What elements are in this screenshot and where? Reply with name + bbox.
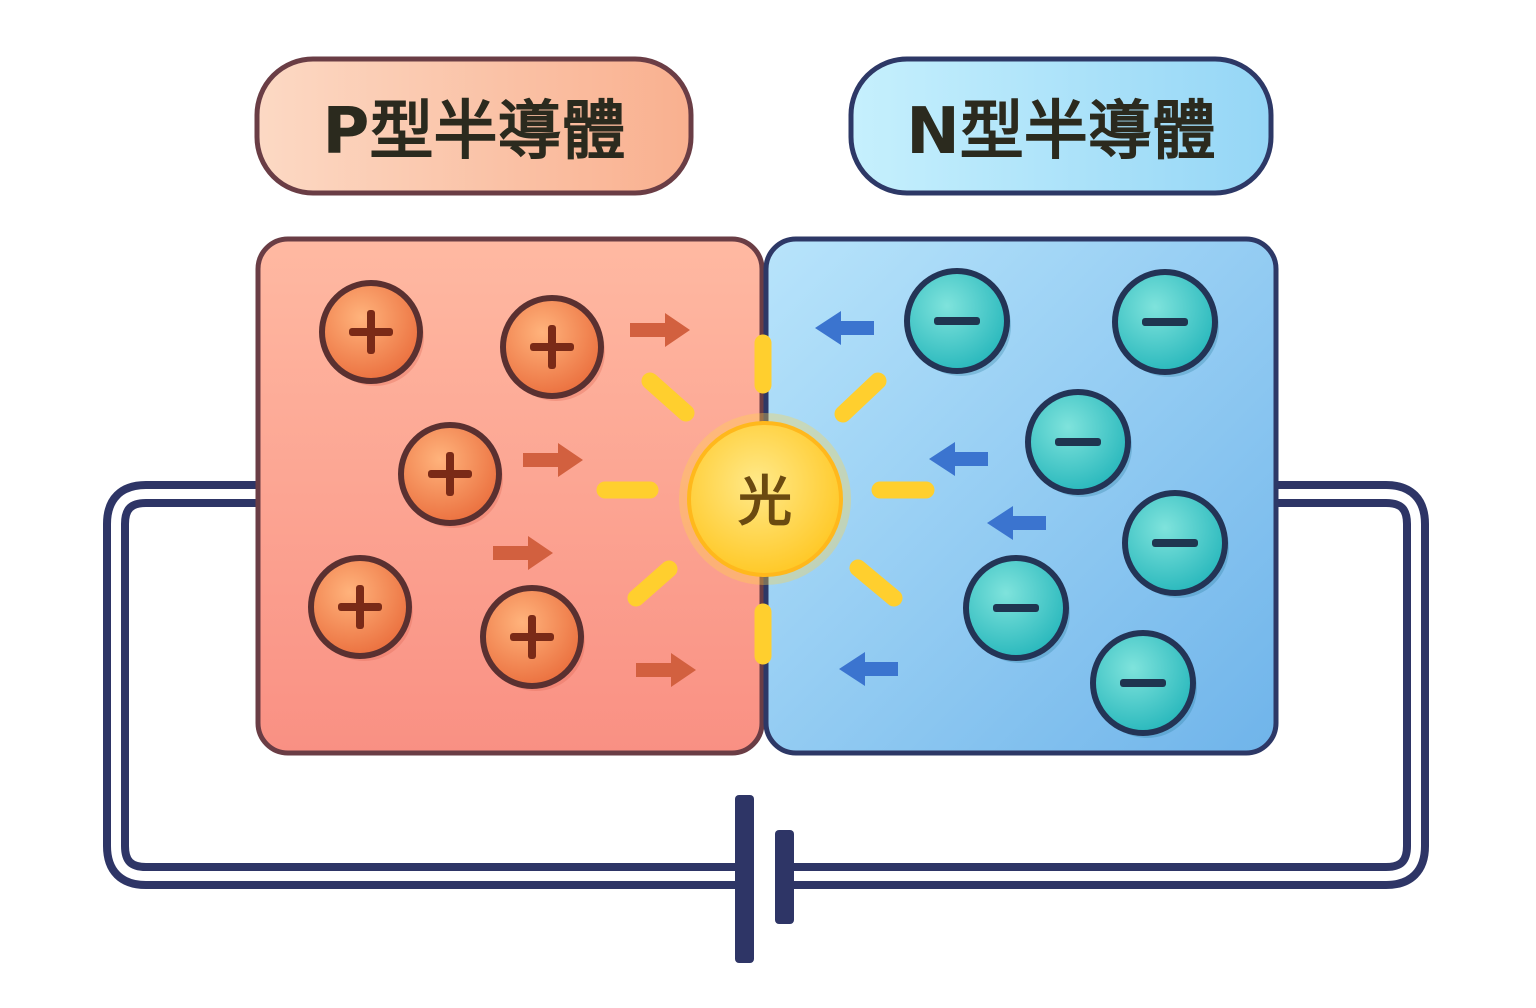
- minus-charge-icon: [1122, 490, 1229, 598]
- minus-charge-icon: [963, 555, 1070, 663]
- n-arrows: [815, 311, 1046, 686]
- arrow-right-icon: [523, 443, 583, 477]
- plus-charge-icon: [308, 555, 413, 661]
- p-type-label: P型半導體: [254, 56, 694, 196]
- plus-charge-icon: [500, 295, 605, 401]
- sun-icon: 光: [679, 413, 851, 585]
- light-rays: [596, 334, 935, 665]
- arrow-left-icon: [987, 506, 1046, 540]
- minus-charge-icon: [1090, 630, 1197, 738]
- battery-icon: [735, 795, 794, 963]
- arrow-right-icon: [630, 313, 690, 347]
- plus-charge-icon: [398, 422, 503, 528]
- p-type-label-text: P型半導體: [323, 95, 626, 169]
- n-type-label: N型半導體: [848, 56, 1274, 196]
- arrow-left-icon: [815, 311, 874, 345]
- minus-charge-icon: [1112, 269, 1219, 377]
- p-arrows: [493, 313, 696, 687]
- holes: [308, 280, 605, 691]
- electrons: [904, 268, 1229, 738]
- plus-charge-icon: [480, 585, 585, 691]
- arrow-right-icon: [636, 653, 696, 687]
- arrow-right-icon: [493, 536, 553, 570]
- arrow-left-icon: [839, 652, 898, 686]
- arrow-left-icon: [929, 442, 988, 476]
- light-label: 光: [738, 470, 792, 533]
- n-type-label-text: N型半導體: [906, 95, 1216, 169]
- minus-charge-icon: [904, 268, 1011, 376]
- circuit-wire: [103, 481, 1429, 889]
- plus-charge-icon: [319, 280, 424, 386]
- minus-charge-icon: [1025, 389, 1132, 497]
